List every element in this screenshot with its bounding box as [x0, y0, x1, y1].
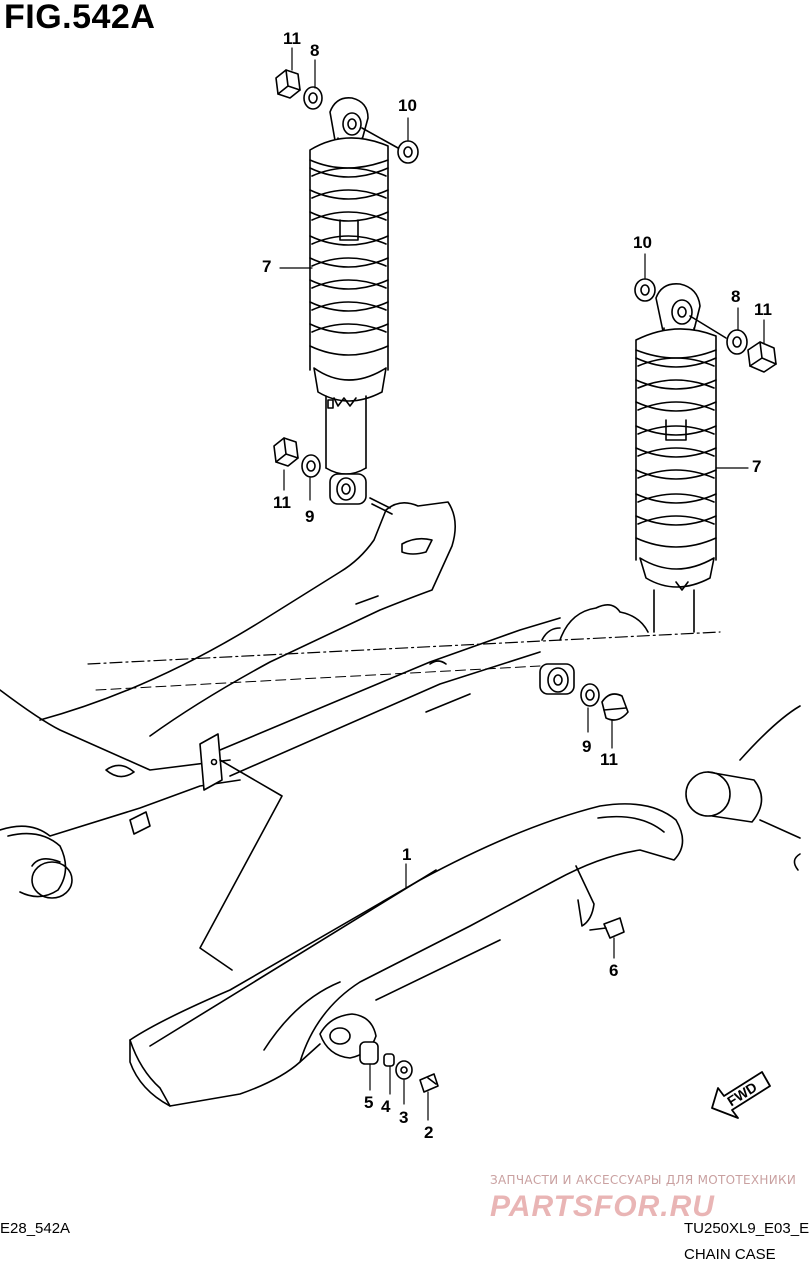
callout-11-top: 11 — [283, 29, 301, 48]
callout-6: 6 — [609, 961, 619, 980]
right-shock-absorber — [635, 282, 717, 633]
callout-11-lower-left: 11 — [273, 493, 291, 512]
left-spring — [309, 159, 389, 371]
leader-lines — [279, 47, 765, 1121]
callout-7-left: 7 — [262, 257, 272, 276]
callout-4: 4 — [381, 1097, 391, 1116]
left-shock-absorber — [309, 96, 389, 505]
swingarm — [0, 501, 721, 971]
right-lower-hardware — [539, 663, 629, 721]
callout-8-right: 8 — [731, 287, 741, 306]
callout-1: 1 — [402, 845, 412, 864]
right-spring — [635, 349, 717, 561]
fwd-arrow-icon — [711, 1071, 771, 1119]
callout-8-top: 8 — [310, 41, 320, 60]
chain-case — [129, 803, 684, 1107]
callout-11-right: 11 — [754, 300, 772, 319]
callout-10-top: 10 — [398, 96, 417, 115]
callout-11-lower-right: 11 — [600, 750, 618, 769]
footer-left-code: E28_542A — [0, 1220, 71, 1237]
callout-9-lower-right: 9 — [582, 737, 592, 756]
footer-model-code: TU250XL9_E03_E — [684, 1220, 809, 1237]
callout-9-lower-left: 9 — [305, 507, 315, 526]
callout-3: 3 — [399, 1108, 409, 1127]
callout-10-right: 10 — [633, 233, 652, 252]
callout-5: 5 — [364, 1093, 374, 1112]
axle-stub — [685, 705, 801, 871]
right-upper-hardware — [634, 278, 777, 373]
callout-7-right: 7 — [752, 457, 762, 476]
chain-case-fasteners — [359, 917, 625, 1093]
left-upper-hardware — [275, 69, 419, 164]
watermark-logo: PARTSFOR.RU — [490, 1190, 715, 1223]
figure-title: FIG.542A — [4, 0, 156, 36]
left-lower-hardware — [273, 437, 393, 515]
watermark-tagline: ЗАПЧАСТИ И АКСЕССУАРЫ ДЛЯ МОТОТЕХНИКИ — [490, 1173, 797, 1187]
callout-2: 2 — [424, 1123, 434, 1142]
footer-section-name: CHAIN CASE — [684, 1246, 776, 1263]
